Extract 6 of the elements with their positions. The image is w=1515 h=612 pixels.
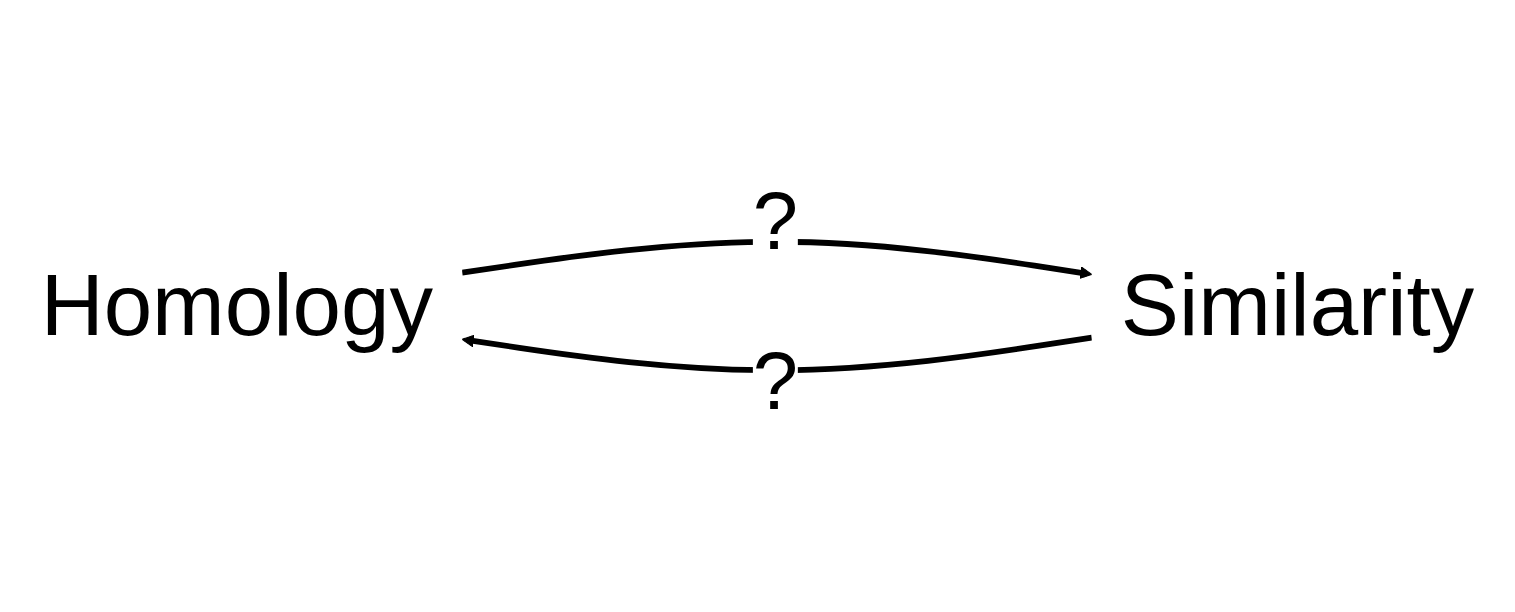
edge-label: ? [752,175,798,267]
arrow [461,238,1093,279]
arrow [461,334,1093,374]
node-text: Similarity [1120,256,1475,354]
node-text: Homology [40,256,434,354]
edge-label: ? [752,335,798,427]
